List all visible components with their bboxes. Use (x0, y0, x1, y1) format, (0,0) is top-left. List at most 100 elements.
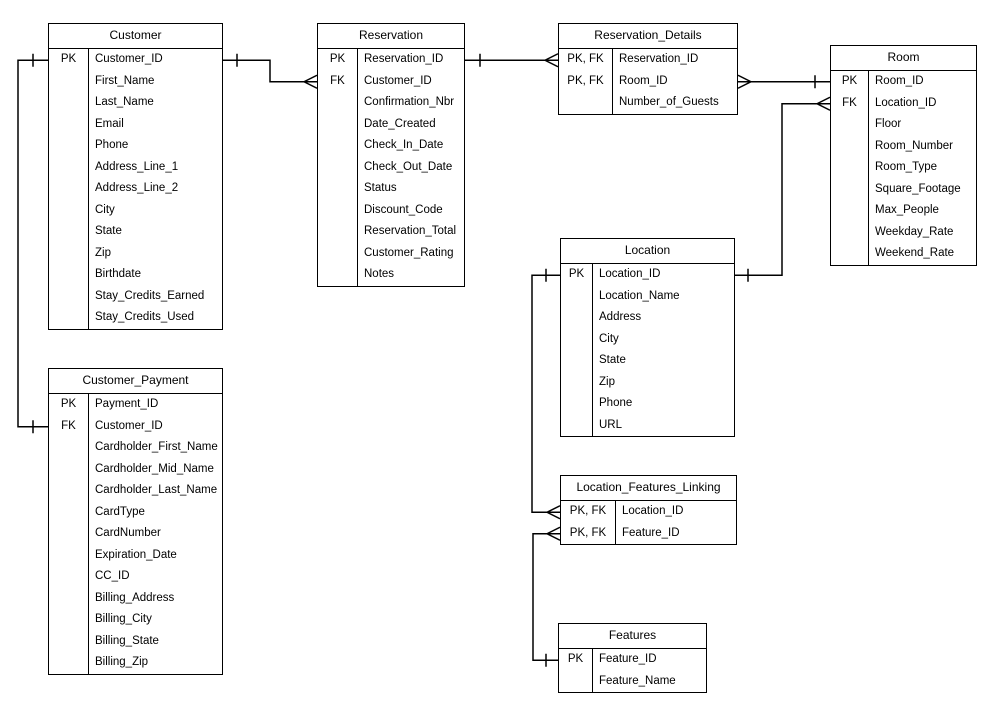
field-name: Last_Name (95, 96, 154, 108)
field-name: Address_Line_2 (95, 182, 179, 194)
key-label (561, 393, 592, 415)
crow-foot-prong (544, 53, 559, 61)
crow-foot-prong (546, 526, 561, 535)
field-name: Reservation_ID (619, 53, 699, 65)
field-name: Room_ID (619, 74, 668, 87)
field-name: Billing_Address (95, 591, 175, 604)
key-label: PK (841, 75, 858, 87)
field-name: State (599, 354, 626, 366)
field-name: Check_In_Date (364, 139, 444, 151)
key-label (561, 286, 592, 308)
key-label: PK (60, 398, 77, 410)
field-name: Reservation_Total (364, 225, 457, 237)
field-name: Phone (95, 139, 129, 151)
field-name: Billing_State (95, 634, 159, 647)
field-name: Customer_Rating (364, 246, 454, 259)
field-name: Room_Type (875, 161, 938, 173)
connector-customer-reservation (223, 53, 318, 89)
field-name: Customer_ID (364, 74, 432, 87)
field-name: Billing_City (95, 613, 152, 625)
key-label (49, 286, 88, 308)
field-name: Email (95, 117, 124, 130)
key-label: PK (329, 53, 346, 65)
connector-line (532, 533, 558, 661)
field-name: Customer_ID (95, 53, 163, 65)
connector-customer-customer_payment (17, 53, 48, 434)
key-label (49, 523, 88, 545)
field-name: Date_Created (364, 117, 436, 130)
field-name: Feature_Name (599, 674, 676, 687)
field-name: Payment_ID (95, 398, 159, 410)
key-label (561, 372, 592, 394)
key-label (831, 222, 868, 244)
entity-title-location_features_linking: Location_Features_Linking (561, 476, 736, 501)
crow-foot-prong (544, 59, 559, 68)
field-name: Location_ID (622, 505, 684, 517)
field-name: CC_ID (95, 570, 130, 582)
field-name: Stay_Credits_Earned (95, 289, 205, 302)
key-label (561, 329, 592, 351)
field-name: State (95, 225, 122, 237)
field-name: Zip (95, 246, 111, 259)
field-name: Address_Line_1 (95, 160, 179, 173)
key-label (49, 200, 88, 222)
crow-foot-prong (546, 511, 561, 520)
key-label (49, 92, 88, 114)
field-name: CardNumber (95, 527, 161, 539)
field-name: Cardholder_First_Name (95, 441, 218, 453)
field-name: Room_ID (875, 75, 924, 87)
connector-line (223, 59, 304, 83)
key-column: PK FK (49, 394, 89, 674)
entity-title-room: Room (831, 46, 976, 71)
key-label: PK, FK (567, 53, 604, 65)
key-column: PK FK (318, 49, 358, 286)
key-label: FK (61, 419, 76, 432)
key-label (561, 350, 592, 372)
field-name: Phone (599, 397, 633, 409)
crow-foot-prong (816, 96, 831, 105)
field-name: Square_Footage (875, 182, 961, 195)
field-name: Location_ID (875, 96, 937, 109)
field-name: Floor (875, 118, 902, 130)
key-label (831, 114, 868, 136)
key-column: PK, FK PK, FK (559, 49, 613, 114)
key-label (559, 92, 612, 114)
key-label: PK (568, 268, 585, 280)
field-name: CardType (95, 505, 145, 518)
key-label (49, 243, 88, 265)
connector-line (735, 103, 817, 276)
field-name: Status (364, 182, 397, 194)
key-label: PK, FK (569, 526, 607, 539)
key-label (49, 652, 88, 674)
key-label (318, 157, 357, 179)
crow-foot-prong (737, 81, 752, 89)
crow-foot-prong (816, 103, 831, 111)
field-name: Discount_Code (364, 203, 443, 216)
key-column: PK (559, 649, 593, 692)
key-label: FK (330, 74, 345, 87)
field-name: Location_Name (599, 289, 680, 302)
key-label: PK, FK (567, 74, 604, 87)
key-label (561, 415, 592, 437)
crow-foot-prong (546, 505, 561, 513)
field-name: Zip (599, 375, 615, 388)
field-name: URL (599, 418, 623, 431)
key-label (49, 114, 88, 136)
key-label (318, 114, 357, 136)
